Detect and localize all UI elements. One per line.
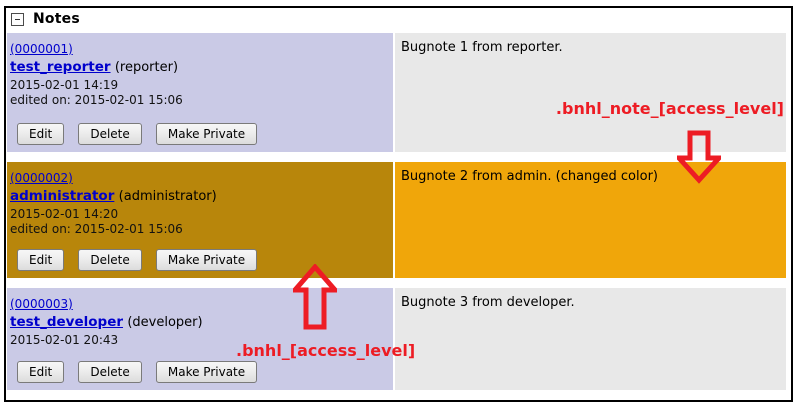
delete-button[interactable]: Delete [78,123,142,145]
notes-header: Notes [11,11,80,27]
note-timestamp: 2015-02-01 14:19 [10,78,119,92]
edit-button[interactable]: Edit [17,361,65,383]
note-text: Bugnote 2 from admin. (changed color) [401,169,658,184]
annotation-row-class-label: .bnhl_[access_level] [236,341,416,360]
note-edited-timestamp: edited on: 2015-02-01 15:06 [10,222,183,236]
user-role-label: (developer) [127,315,203,330]
up-arrow-icon [293,264,337,330]
delete-button[interactable]: Delete [78,249,142,271]
user-role-label: (reporter) [114,60,179,75]
note-text-cell: Bugnote 3 from developer. [395,288,786,390]
collapse-icon[interactable] [11,12,24,26]
note-text: Bugnote 1 from reporter. [401,40,563,55]
edit-button[interactable]: Edit [17,123,65,145]
note-timestamp: 2015-02-01 20:43 [10,333,119,347]
make-private-button[interactable]: Make Private [155,361,258,383]
note-text-cell: Bugnote 1 from reporter. [395,33,786,152]
bugnote-id-link[interactable]: (0000002) [10,171,73,185]
user-role-label: (administrator) [118,189,217,204]
note-text-cell: Bugnote 2 from admin. (changed color) [395,162,786,278]
note-meta-cell: (0000002) administrator (administrator) … [7,162,393,278]
edit-button[interactable]: Edit [17,249,65,271]
username-link[interactable]: test_developer [10,314,124,330]
username-link[interactable]: test_reporter [10,59,111,75]
note-text: Bugnote 3 from developer. [401,295,575,310]
annotation-note-class-label: .bnhl_note_[access_level] [555,99,784,118]
delete-button[interactable]: Delete [78,361,142,383]
note-meta-cell: (0000001) test_reporter (reporter) 2015-… [7,33,393,152]
username-link[interactable]: administrator [10,188,115,204]
down-arrow-icon [677,130,721,184]
bugnote-id-link[interactable]: (0000003) [10,297,73,311]
make-private-button[interactable]: Make Private [155,249,258,271]
bugnote-id-link[interactable]: (0000001) [10,42,73,56]
make-private-button[interactable]: Make Private [155,123,258,145]
note-meta-cell: (0000003) test_developer (developer) 201… [7,288,393,390]
note-edited-timestamp: edited on: 2015-02-01 15:06 [10,93,183,107]
note-timestamp: 2015-02-01 14:20 [10,207,119,221]
notes-title: Notes [33,11,80,27]
